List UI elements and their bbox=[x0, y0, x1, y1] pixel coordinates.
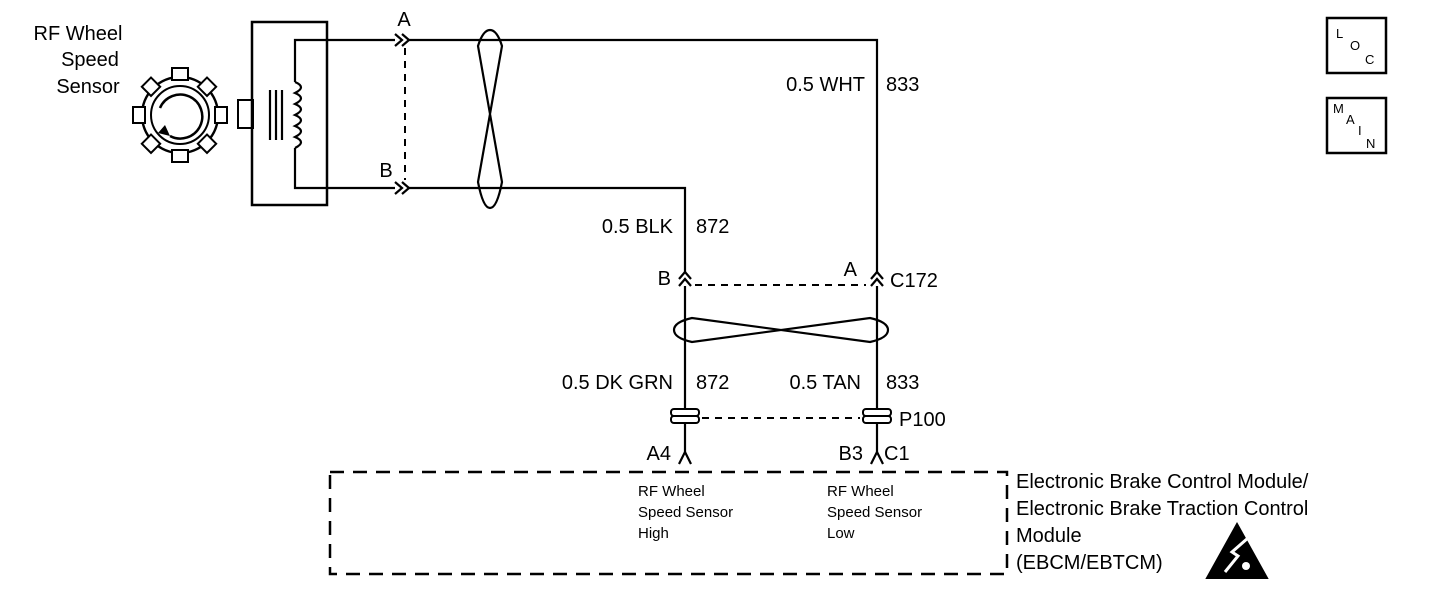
svg-text:I: I bbox=[1358, 123, 1362, 138]
svg-text:872: 872 bbox=[696, 216, 729, 238]
sensor-pin-b-label: B bbox=[379, 160, 392, 182]
svg-text:Electronic Brake Control Modul: Electronic Brake Control Module/ bbox=[1016, 471, 1309, 493]
loc-icon: L O C bbox=[1325, 16, 1388, 75]
module-boundary bbox=[328, 470, 1009, 576]
svg-text:L: L bbox=[1336, 26, 1343, 41]
svg-text:A: A bbox=[1346, 112, 1355, 127]
svg-text:RF Wheel: RF Wheel bbox=[638, 483, 705, 500]
svg-text:Speed Sensor: Speed Sensor bbox=[827, 504, 922, 521]
svg-text:872: 872 bbox=[696, 372, 729, 394]
svg-text:High: High bbox=[638, 525, 669, 542]
tone-ring-icon bbox=[132, 67, 228, 163]
svg-text:RF Wheel: RF Wheel bbox=[827, 483, 894, 500]
sensor-label: RF Wheel Speed Sensor bbox=[34, 23, 123, 98]
wire-tan-label: 0.5 TAN 833 bbox=[789, 372, 919, 394]
sensor-housing bbox=[237, 20, 329, 207]
svg-text:0.5 DK GRN: 0.5 DK GRN bbox=[562, 372, 673, 394]
svg-text:0.5 TAN: 0.5 TAN bbox=[789, 372, 861, 394]
sensor-pin-a-label: A bbox=[397, 9, 411, 31]
wire-white-label: 0.5 WHT 833 bbox=[786, 74, 919, 96]
svg-text:833: 833 bbox=[886, 74, 919, 96]
svg-text:Speed Sensor: Speed Sensor bbox=[638, 504, 733, 521]
svg-text:Module: Module bbox=[1016, 525, 1082, 547]
svg-text:833: 833 bbox=[886, 372, 919, 394]
c172-pin-b-label: B bbox=[658, 268, 671, 290]
svg-text:0.5 BLK: 0.5 BLK bbox=[602, 216, 674, 238]
svg-text:0.5 WHT: 0.5 WHT bbox=[786, 74, 865, 96]
lower-wires bbox=[683, 286, 879, 452]
module-input-low: RF Wheel Speed Sensor Low bbox=[827, 483, 922, 542]
esd-warning-icon bbox=[1205, 521, 1269, 579]
c172-name-label: C172 bbox=[890, 270, 938, 292]
svg-text:Sensor: Sensor bbox=[56, 76, 120, 98]
main-icon: M A I N bbox=[1325, 96, 1388, 155]
twisted-pair-icon bbox=[672, 316, 890, 344]
module-pin-a4-label: A4 bbox=[647, 443, 671, 465]
connector-c172: B A C172 bbox=[658, 259, 938, 292]
svg-text:C: C bbox=[1365, 52, 1374, 67]
svg-text:Low: Low bbox=[827, 525, 855, 542]
module-name: Electronic Brake Control Module/ Electro… bbox=[1016, 471, 1309, 574]
sensor-connector: A B bbox=[379, 9, 411, 195]
svg-text:O: O bbox=[1350, 38, 1360, 53]
module-pin-b3-label: B3 bbox=[839, 443, 863, 465]
module-connector-c1-label: C1 bbox=[884, 443, 910, 465]
wire-dk-green-label: 0.5 DK GRN 872 bbox=[562, 372, 730, 394]
svg-text:(EBCM/EBTCM): (EBCM/EBTCM) bbox=[1016, 552, 1163, 574]
svg-text:M: M bbox=[1333, 101, 1344, 116]
wire-black-label: 0.5 BLK 872 bbox=[602, 216, 730, 238]
p100-name-label: P100 bbox=[899, 409, 946, 431]
c172-pin-a-label: A bbox=[844, 259, 858, 281]
module-input-high: RF Wheel Speed Sensor High bbox=[638, 483, 733, 542]
twisted-pair-icon bbox=[476, 28, 504, 210]
svg-text:Speed: Speed bbox=[61, 49, 119, 71]
svg-text:Electronic Brake Traction Cont: Electronic Brake Traction Control bbox=[1016, 498, 1308, 520]
svg-text:RF Wheel: RF Wheel bbox=[34, 23, 123, 45]
module-pins: A4 B3 C1 bbox=[647, 443, 910, 465]
connector-p100: P100 bbox=[670, 408, 946, 431]
svg-text:N: N bbox=[1366, 136, 1375, 151]
